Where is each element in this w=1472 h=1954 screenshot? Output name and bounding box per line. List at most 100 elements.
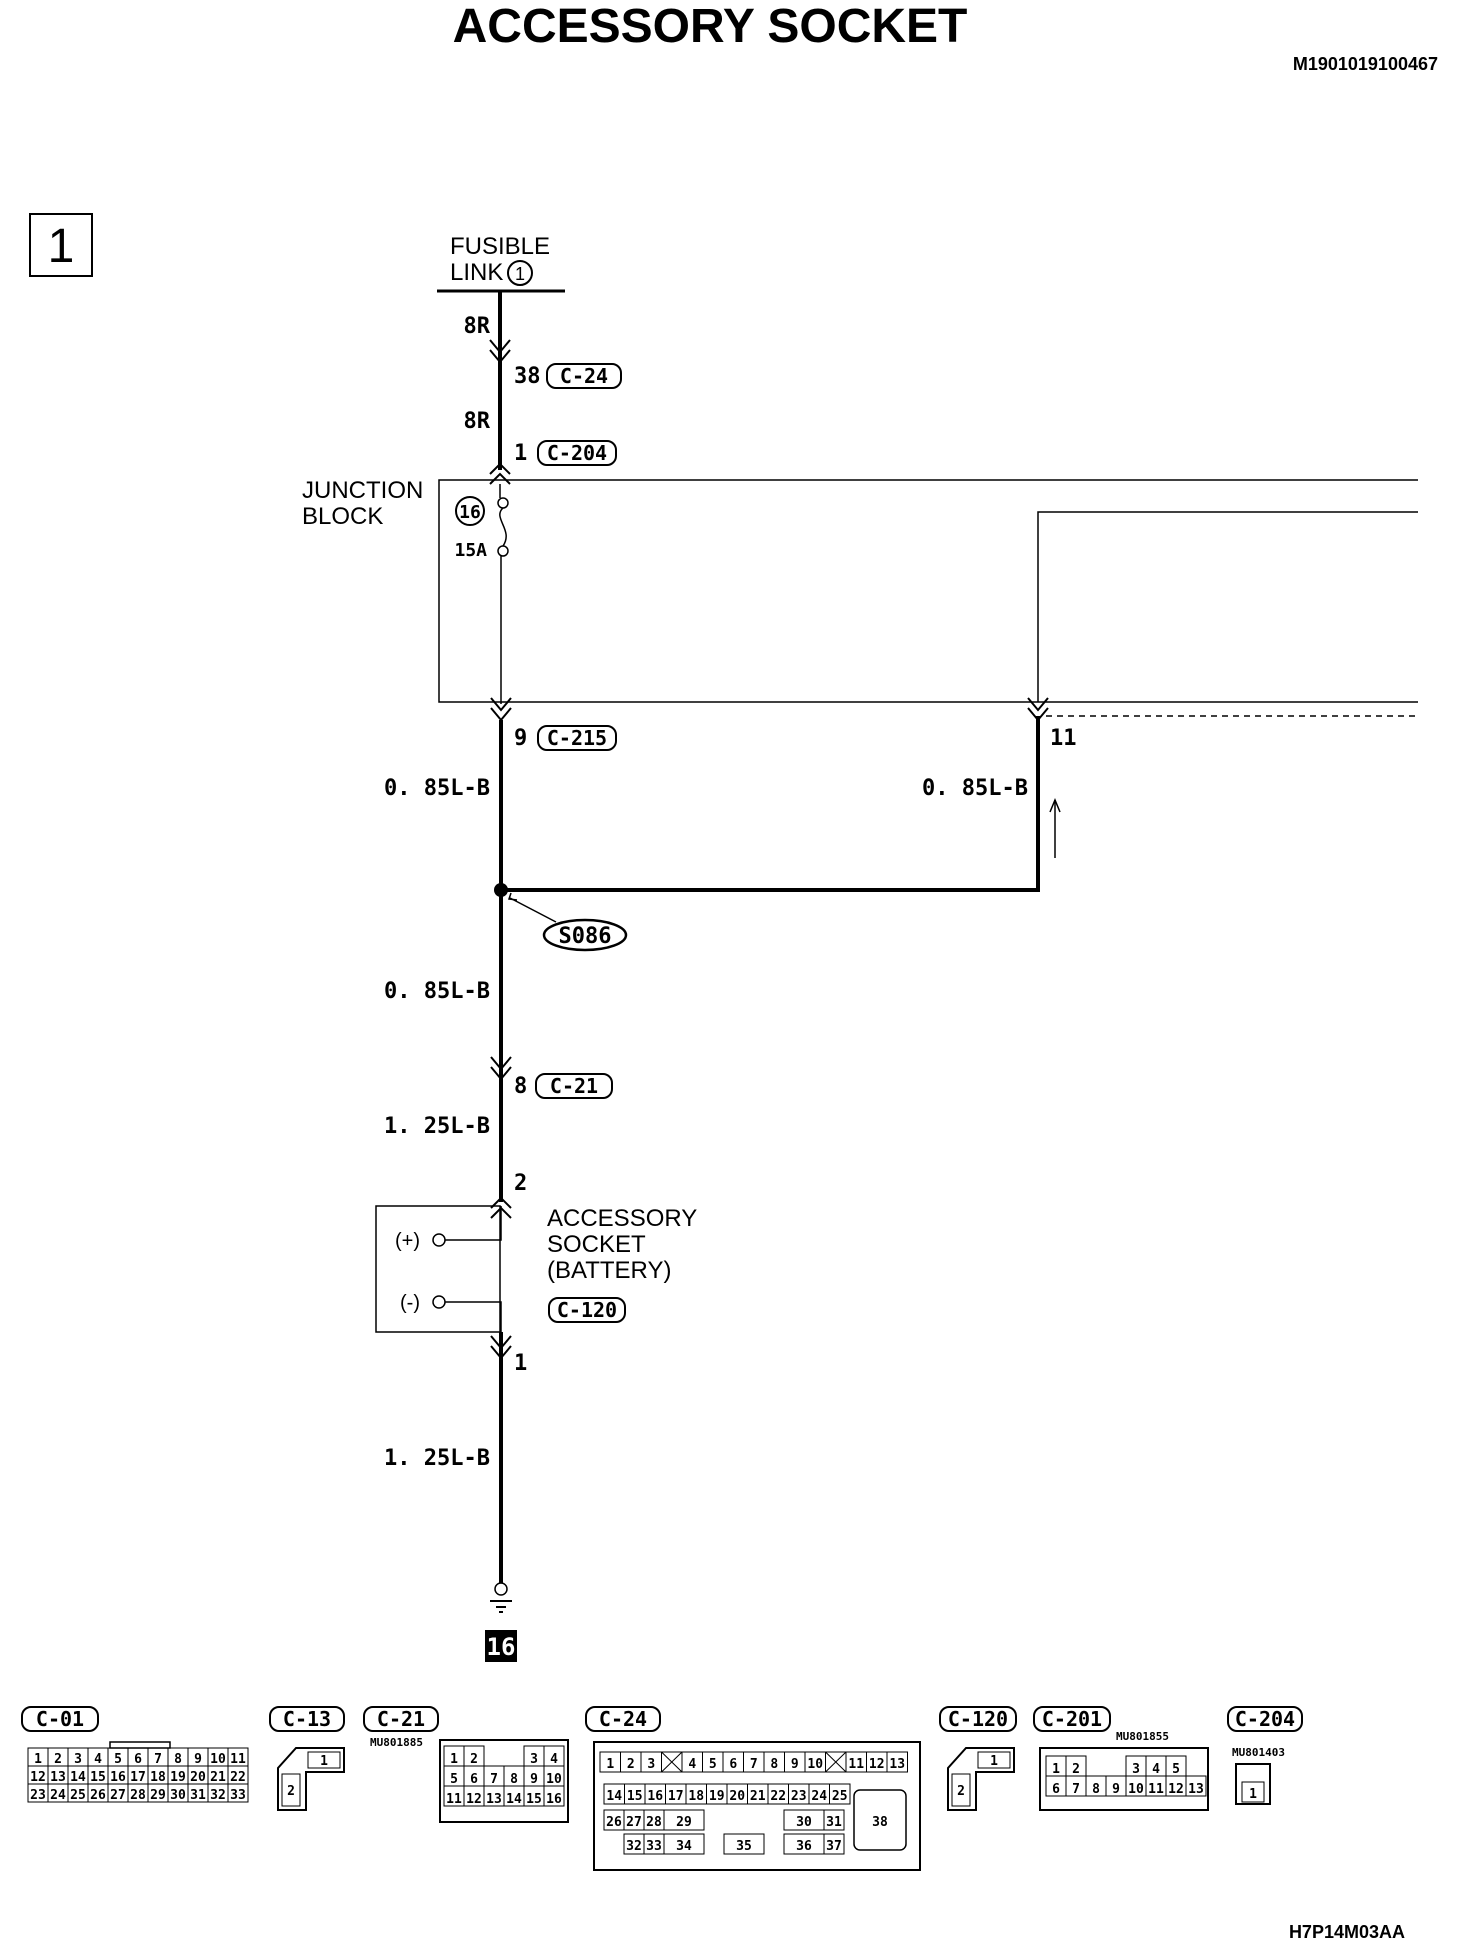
- connector-view-c01-pin: 13: [50, 1770, 66, 1785]
- footer-code: H7P14M03AA: [1289, 1922, 1405, 1942]
- connector-view-c21-pin: 8: [510, 1772, 518, 1787]
- connector-view-c120-label: C-120: [948, 1707, 1008, 1731]
- connector-view-c24-pin: 25: [832, 1789, 848, 1804]
- connector-view-c01-pin: 21: [210, 1770, 226, 1785]
- junction-block-outline: [438, 479, 1418, 703]
- connector-view-c01-pin: 16: [110, 1770, 126, 1785]
- connector-view-c120-cell: [977, 1751, 1011, 1769]
- junction-block-label-2: BLOCK: [302, 503, 383, 530]
- fusible-link-number: 1: [515, 264, 525, 284]
- connector-view-c01-pin: 27: [110, 1788, 126, 1803]
- connector-view-c24-cell: [823, 1833, 845, 1855]
- connector-view-c13-cell: [281, 1773, 301, 1807]
- socket-negative-wire: [445, 1301, 502, 1334]
- connector-view-c01-latch: [109, 1741, 171, 1749]
- accessory-socket-label-3: (BATTERY): [547, 1257, 671, 1284]
- connector-view-c24-cell: [886, 1751, 908, 1773]
- connector-view-c24-pin: 29: [676, 1815, 692, 1830]
- connector-view-c24-pin: 5: [709, 1757, 717, 1772]
- junction-block-label-1: JUNCTION: [302, 477, 423, 504]
- connector-tag-c120-box: [548, 1297, 626, 1323]
- current-flow-arrow-head: [1049, 798, 1061, 813]
- splice-leader-arrowhead: [507, 892, 518, 901]
- connector-view-c24-pin: 6: [729, 1757, 737, 1772]
- connector-view-c24-cell: [829, 1783, 851, 1805]
- connector-view-c24-pin: 11: [848, 1757, 864, 1772]
- connector-view-c24-pin: 21: [750, 1789, 766, 1804]
- connector-view-c201-pin: 4: [1152, 1762, 1160, 1777]
- pin-1-label-c204: 1: [514, 441, 527, 466]
- splice-tag: S086: [559, 924, 612, 949]
- fusible-link-label-1: FUSIBLE: [450, 233, 550, 260]
- fuse-element: [499, 507, 507, 547]
- connector-view-c24-label-box: [585, 1706, 661, 1732]
- connector-view-c24-pin: 12: [869, 1757, 885, 1772]
- connector-view-c01-pin: 33: [230, 1788, 246, 1803]
- connector-view-c01-pin: 20: [190, 1770, 206, 1785]
- connector-view-c24-pin: 1: [606, 1757, 614, 1772]
- connector-view-c21-label: C-21: [377, 1707, 425, 1731]
- connector-view-c01-pin: 17: [130, 1770, 146, 1785]
- connector-view-c24-blank-mark: [825, 1751, 847, 1773]
- connector-view-c24-big-cell: [853, 1789, 907, 1851]
- connector-view-c21-cell: [543, 1785, 565, 1807]
- connector-view-c21-pin: 12: [466, 1792, 482, 1807]
- connector-view-c01-pin: 1: [34, 1752, 42, 1767]
- connector-view-c24-pin: 13: [889, 1757, 905, 1772]
- connector-view-c24-pin: 2: [627, 1757, 635, 1772]
- connector-view-c21-body: [439, 1739, 569, 1823]
- connector-view-c24-pin: 7: [750, 1757, 758, 1772]
- connector-view-c01-pin: 29: [150, 1788, 166, 1803]
- connector-view-c01-pin: 19: [170, 1770, 186, 1785]
- connector-view-c21-pin: 4: [550, 1752, 558, 1767]
- connector-view-c201-pin: 8: [1092, 1782, 1100, 1797]
- page-number-box: [29, 213, 93, 277]
- connector-view-c120-pin: 2: [957, 1784, 965, 1799]
- connector-view-c01-pin: 4: [94, 1752, 102, 1767]
- connector-view-c24-body: [593, 1741, 921, 1871]
- connector-view-c201-pin: 5: [1172, 1762, 1180, 1777]
- wire-branch-right: [501, 716, 1040, 892]
- connector-view-c21-label-box: [363, 1706, 439, 1732]
- connector-view-c13-pin: 2: [287, 1784, 295, 1799]
- connector-view-c01-pin: 23: [30, 1788, 46, 1803]
- connector-tag-c24: C-24: [560, 364, 608, 388]
- connector-view-c01-pin: 2: [54, 1752, 62, 1767]
- socket-negative-terminal: [432, 1295, 446, 1309]
- connector-view-c201-pin: 13: [1188, 1782, 1204, 1797]
- connector-view-c120-body: [947, 1747, 1015, 1811]
- connector-view-c204-pin: 1: [1249, 1787, 1257, 1802]
- connector-tag-c21: C-21: [550, 1074, 598, 1098]
- connector-view-c01-pin: 26: [90, 1788, 106, 1803]
- connector-view-c24-pin: 26: [606, 1815, 622, 1830]
- connector-view-c201-body: [1039, 1747, 1209, 1811]
- connector-view-c01-label-box: [21, 1706, 99, 1732]
- connector-view-c24-pin: 24: [811, 1789, 827, 1804]
- connector-view-c01-pin: 28: [130, 1788, 146, 1803]
- accessory-socket-label-1: ACCESSORY: [547, 1205, 697, 1232]
- ground-number: 16: [487, 1633, 516, 1661]
- fuse-terminal-top: [497, 497, 509, 509]
- connector-view-c24-cell: [823, 1809, 845, 1831]
- connector-view-c24-pin: 32: [626, 1839, 642, 1854]
- connector-view-c201-pin: 12: [1168, 1782, 1184, 1797]
- connector-view-c24-pin: 15: [627, 1789, 643, 1804]
- document-code: M1901019100467: [1293, 54, 1438, 74]
- connector-view-c204-label-box: [1227, 1706, 1303, 1732]
- connector-view-c201-pin: 6: [1052, 1782, 1060, 1797]
- connector-tag-c215: C-215: [547, 726, 607, 750]
- connector-view-c01-pin: 3: [74, 1752, 82, 1767]
- splice-tag-oval: [542, 918, 628, 952]
- connector-view-c201-part: MU801855: [1116, 1730, 1169, 1743]
- connector-view-c24-label: C-24: [599, 1707, 647, 1731]
- connector-view-c120-label-box: [939, 1706, 1017, 1732]
- connector-view-c01-pin: 32: [210, 1788, 226, 1803]
- connector-view-c24-pin: 31: [826, 1815, 842, 1830]
- connector-view-c21-pin: 3: [530, 1752, 538, 1767]
- connector-view-c01-pin: 15: [90, 1770, 106, 1785]
- connector-view-c21-part: MU801885: [370, 1736, 423, 1749]
- pin-2-label: 2: [514, 1171, 527, 1196]
- connector-view-c01-pin: 18: [150, 1770, 166, 1785]
- connector-tag-c204-box: [537, 440, 617, 466]
- page-title: ACCESSORY SOCKET: [453, 0, 968, 53]
